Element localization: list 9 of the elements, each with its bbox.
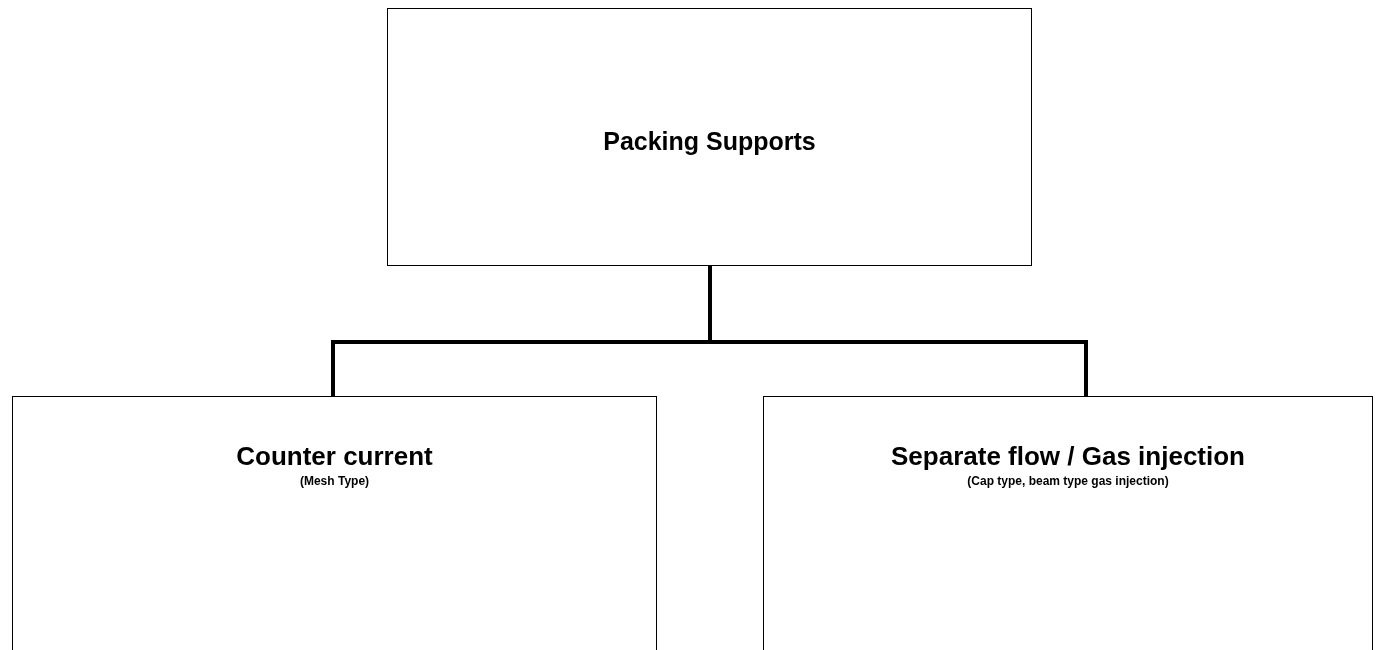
- category-title: Counter current: [236, 441, 433, 472]
- category-box: [763, 396, 1373, 650]
- category-title: Separate flow / Gas injection: [891, 441, 1245, 472]
- category-box: [387, 8, 1032, 266]
- category-subtitle: (Mesh Type): [299, 474, 370, 488]
- connector-line: [708, 266, 1088, 396]
- category-title: Packing Supports: [603, 127, 816, 156]
- category-box: [12, 396, 657, 650]
- category-subtitle: (Cap type, beam type gas injection): [967, 474, 1169, 488]
